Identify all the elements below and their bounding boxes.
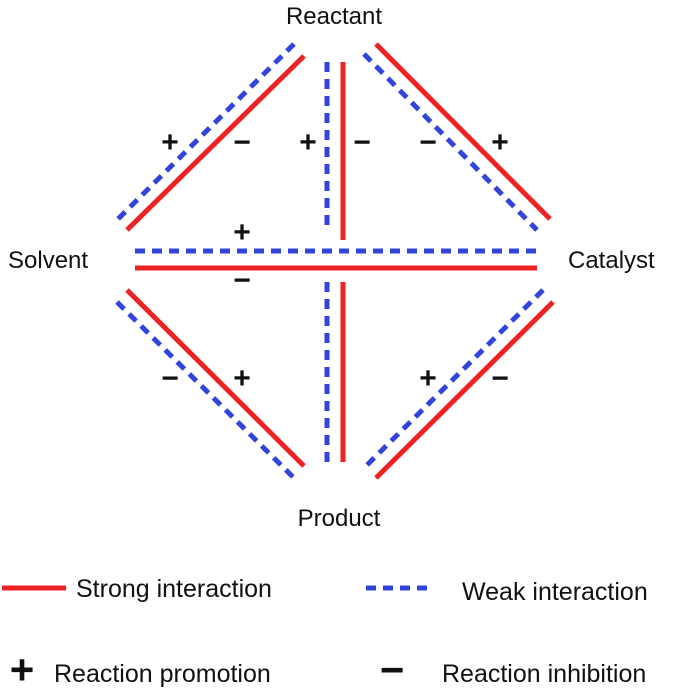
sign-catalyst-product-plus: +: [419, 362, 437, 395]
edge-catalyst-product-strong: [374, 300, 555, 480]
legend: Strong interaction Weak interaction + Re…: [2, 575, 648, 693]
node-product: Product: [298, 505, 381, 532]
sign-reactant-catalyst-plus: +: [491, 126, 509, 159]
sign-reactant-product-plus: +: [299, 126, 317, 159]
edge-reactant-catalyst-weak: [362, 52, 539, 232]
sign-solvent-product-minus: −: [161, 362, 179, 395]
sign-reactant-catalyst-minus: −: [419, 126, 437, 159]
edge-reactant-solvent-strong: [125, 54, 306, 232]
sign-catalyst-product-minus: −: [491, 362, 509, 395]
edge-catalyst-product-weak: [364, 288, 545, 468]
legend-promotion-label: Reaction promotion: [54, 660, 271, 688]
sign-reactant-solvent-minus: −: [233, 126, 251, 159]
edge-reactant-catalyst-strong: [374, 42, 552, 221]
legend-weak-label: Weak interaction: [462, 578, 648, 606]
edge-solvent-product-weak: [115, 300, 296, 480]
edge-solvent-product-strong: [125, 288, 306, 468]
node-catalyst: Catalyst: [568, 247, 655, 274]
legend-strong-label: Strong interaction: [76, 575, 272, 603]
sign-reactant-product-minus: −: [353, 126, 371, 159]
legend-promotion-symbol: +: [10, 646, 35, 693]
sign-reactant-solvent-plus: +: [161, 126, 179, 159]
legend-inhibition-label: Reaction inhibition: [442, 660, 646, 688]
node-reactant: Reactant: [286, 3, 382, 30]
sign-solvent-catalyst-minus: −: [233, 264, 251, 297]
legend-inhibition-symbol: −: [380, 646, 405, 693]
node-solvent: Solvent: [8, 247, 88, 274]
edge-reactant-solvent-weak: [115, 42, 296, 222]
sign-solvent-product-plus: +: [233, 362, 251, 395]
sign-solvent-catalyst-plus: +: [233, 216, 251, 249]
